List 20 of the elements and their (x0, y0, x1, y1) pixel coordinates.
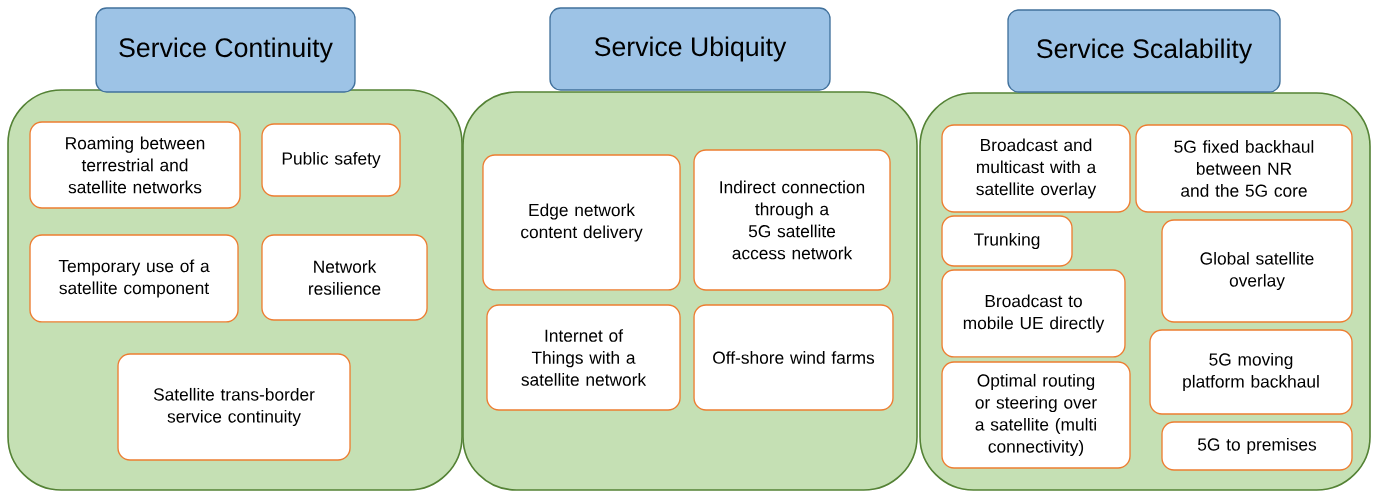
item-box: Satellite trans-border service continuity (117, 353, 351, 461)
header-box: Service Scalability (1007, 9, 1281, 93)
item-box: Internet of Things with a satellite network (486, 304, 681, 411)
header-box: Service Ubiquity (549, 7, 831, 91)
header-box: Service Continuity (95, 7, 356, 93)
item-box: Off-shore wind farms (693, 304, 894, 411)
item-box: Public safety (261, 123, 401, 197)
item-box: Trunking (941, 215, 1073, 267)
item-box: 5G moving platform backhaul (1149, 329, 1353, 415)
item-box: 5G fixed backhaul between NR and the 5G core (1135, 124, 1353, 213)
item-box: Indirect connection through a 5G satellite access network (693, 149, 891, 291)
item-box: Global satellite overlay (1161, 219, 1353, 323)
item-box: Network resilience (261, 234, 428, 321)
item-box: Temporary use of a satellite component (29, 234, 239, 323)
item-box: Broadcast to mobile UE directly (941, 269, 1126, 358)
item-box: Broadcast and multicast with a satellite overlay (941, 124, 1131, 213)
item-box: Roaming between terrestrial and satellite networks (29, 121, 241, 209)
item-box: 5G to premises (1161, 421, 1353, 471)
item-box: Edge network content delivery (482, 154, 681, 291)
item-box: Optimal routing or steering over a satellite (multi connectivity) (941, 361, 1131, 469)
